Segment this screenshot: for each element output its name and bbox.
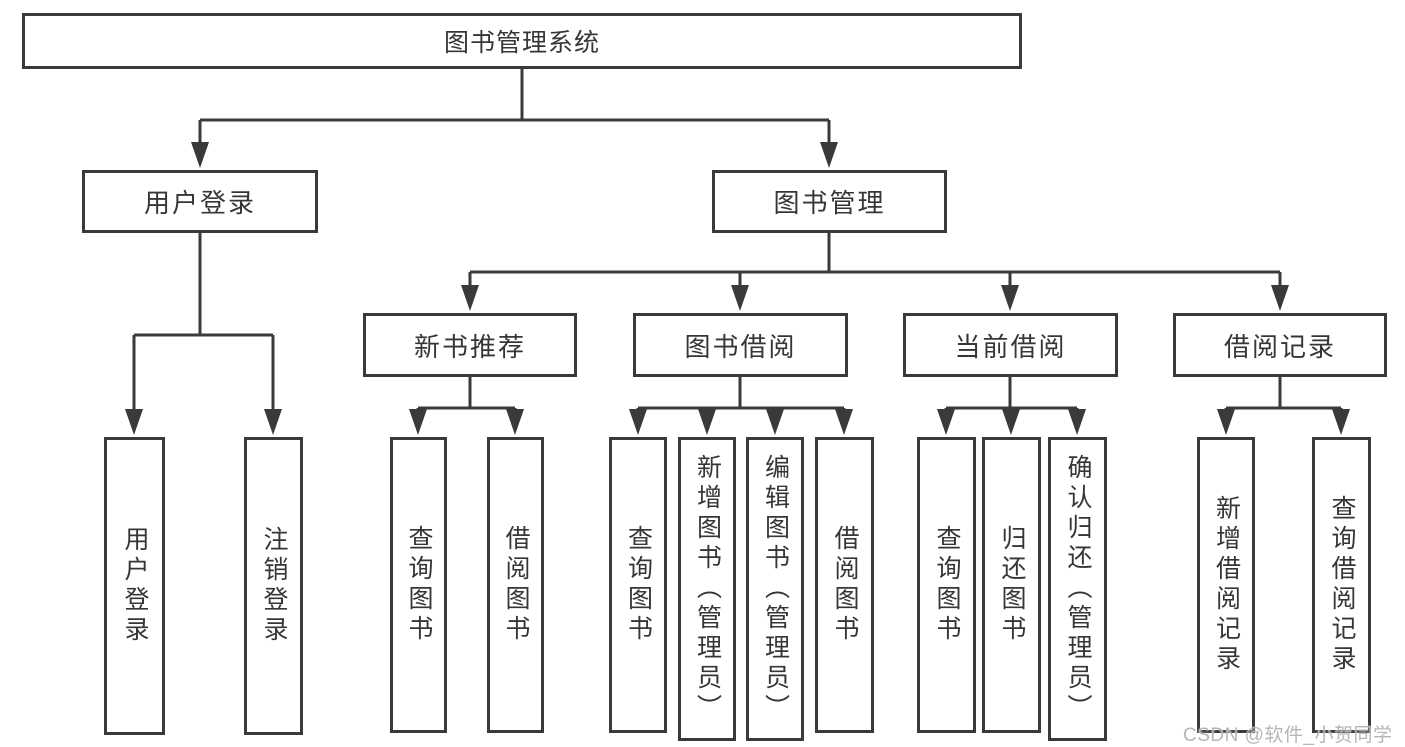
leaf-logout-login: 注销登录 — [244, 437, 303, 735]
leaf-add-book-admin: 新增图书（管理员） — [678, 437, 736, 741]
leaf-user-login: 用户登录 — [104, 437, 165, 735]
leaf-query-books-recommend: 查询图书 — [390, 437, 447, 733]
node-root-system: 图书管理系统 — [22, 13, 1022, 69]
node-current-borrow: 当前借阅 — [903, 313, 1118, 377]
leaf-query-books-current: 查询图书 — [917, 437, 976, 733]
leaf-add-borrow-record: 新增借阅记录 — [1197, 437, 1255, 733]
leaf-edit-book-admin: 编辑图书（管理员） — [746, 437, 804, 741]
leaf-borrow-books-borrow: 借阅图书 — [815, 437, 874, 733]
node-book-borrow: 图书借阅 — [633, 313, 848, 377]
node-user-login: 用户登录 — [82, 170, 318, 233]
node-book-management: 图书管理 — [712, 170, 947, 233]
leaf-borrow-books-recommend: 借阅图书 — [487, 437, 544, 733]
csdn-watermark: CSDN @软件_小贺同学 — [1183, 725, 1393, 746]
arrowheads — [125, 142, 1350, 435]
leaf-confirm-return-admin: 确认归还（管理员） — [1048, 437, 1107, 741]
leaf-return-book: 归还图书 — [982, 437, 1041, 733]
leaf-query-books-borrow: 查询图书 — [609, 437, 667, 733]
node-borrow-records: 借阅记录 — [1173, 313, 1387, 377]
node-new-book-recommend: 新书推荐 — [363, 313, 577, 377]
leaf-query-borrow-record: 查询借阅记录 — [1312, 437, 1371, 733]
